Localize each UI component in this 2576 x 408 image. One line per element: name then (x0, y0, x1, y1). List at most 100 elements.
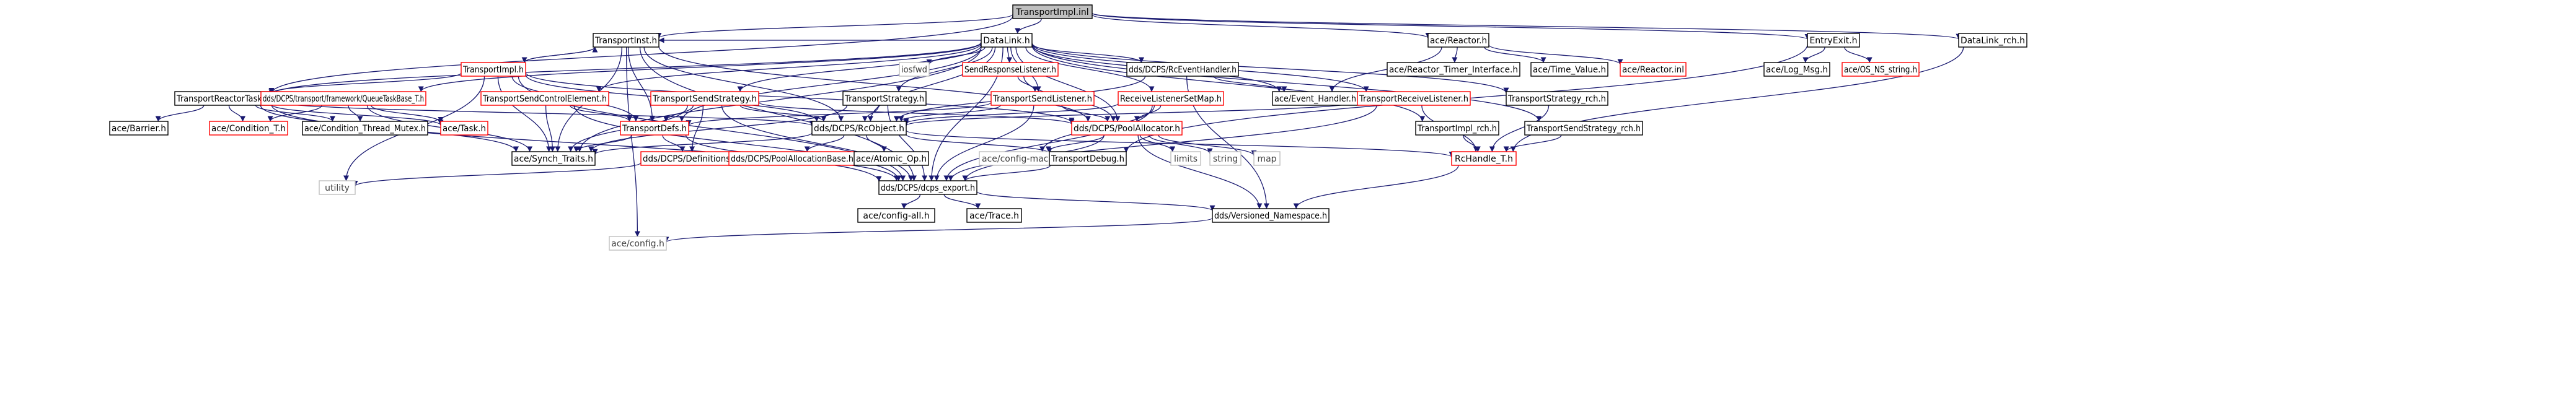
edge-n3-to-n32 (1015, 46, 1121, 122)
node-label: dds/DCPS/Definitions.h (643, 154, 738, 164)
node-box (1763, 62, 1830, 77)
graph-node-n5[interactable]: EntryExit.h (1807, 33, 1860, 48)
graph-node-n49[interactable]: dds/Versioned_Namespace.h (1212, 208, 1330, 223)
graph-node-n3[interactable]: DataLink.h (981, 33, 1033, 48)
node-label: TransportImpl_rch.h (1417, 124, 1497, 134)
graph-node-n14[interactable]: ace/Log_Msg.h (1763, 62, 1830, 77)
edge-n3-to-n33 (1031, 45, 1426, 122)
edge-n30-to-n35 (573, 134, 633, 152)
node-label: ace/Synch_Traits.h (514, 154, 593, 164)
graph-node-n36[interactable]: dds/DCPS/Definitions.h (640, 151, 741, 166)
graph-node-n7[interactable]: TransportImpl.h (461, 62, 526, 77)
graph-node-n19[interactable]: TransportSendStrategy.h (650, 91, 759, 106)
edge-n31-to-n44 (906, 130, 1455, 158)
graph-node-n46[interactable]: dds/DCPS/dcps_export.h (878, 180, 977, 195)
graph-node-n13[interactable]: ace/Reactor.inl (1620, 62, 1687, 77)
edge-n4-to-n13 (1488, 44, 1623, 65)
edge-n34-to-n44 (1503, 134, 1562, 152)
graph-node-n23[interactable]: ace/Event_Handler.h (1272, 91, 1359, 106)
node-label: dds/DCPS/dcps_export.h (881, 183, 975, 193)
graph-node-n29[interactable]: ace/Task.h (440, 121, 488, 136)
node-label: ace/Task.h (443, 124, 486, 134)
graph-node-n2[interactable]: TransportInst.h (593, 33, 659, 48)
node-box (1524, 121, 1643, 136)
node-box (480, 91, 609, 106)
node-label: RcHandle_T.h (1455, 154, 1513, 164)
edge-n1-to-n3 (1015, 18, 1042, 34)
graph-node-n34[interactable]: TransportSendStrategy_rch.h (1524, 121, 1643, 136)
node-box (899, 62, 930, 77)
graph-node-n6[interactable]: DataLink_rch.h (1958, 33, 2027, 48)
graph-node-n44[interactable]: RcHandle_T.h (1451, 151, 1517, 166)
node-label: ace/config-macros.h (982, 154, 1070, 164)
node-label: dds/DCPS/transport/framework/QueueTaskBa… (263, 94, 424, 104)
edge-n25-to-n44 (1489, 105, 1550, 152)
node-label: TransportSendStrategy_rch.h (1526, 124, 1641, 134)
edge-n3-to-n8 (1007, 46, 1013, 63)
graph-node-n12[interactable]: ace/Time_Value.h (1530, 62, 1608, 77)
graph-node-n48[interactable]: ace/Trace.h (966, 208, 1022, 223)
graph-node-n9[interactable]: dds/DCPS/RcEventHandler.h (1126, 62, 1239, 77)
edge-n19-to-n30 (663, 105, 694, 122)
node-label: dds/Versioned_Namespace.h (1214, 211, 1327, 221)
node-label: ace/Log_Msg.h (1766, 65, 1828, 75)
edge-n3-to-n30 (679, 46, 982, 122)
graph-node-n18[interactable]: TransportSendControlElement.h (480, 91, 609, 106)
node-box (1842, 62, 1920, 77)
node-label: ace/Atomic_Op.h (856, 154, 927, 164)
node-box (319, 180, 356, 195)
graph-node-n21[interactable]: TransportSendListener.h (990, 91, 1095, 106)
graph-node-n27[interactable]: ace/Condition_T.h (209, 121, 288, 136)
graph-node-n31[interactable]: dds/DCPS/RcObject.h (811, 121, 907, 136)
node-box (857, 208, 935, 223)
node-box (1049, 151, 1127, 166)
graph-node-n38[interactable]: ace/Atomic_Op.h (854, 151, 929, 166)
node-box (650, 91, 759, 106)
node-label: TransportReactorTask.h (176, 94, 270, 104)
edge-n46-to-n47 (901, 194, 921, 209)
edge-n21-to-n32 (1061, 105, 1111, 122)
graph-node-n47[interactable]: ace/config-all.h (857, 208, 935, 223)
node-label: ace/Condition_Thread_Mutex.h (304, 124, 426, 134)
graph-node-n8[interactable]: SendResponseListener.h (962, 62, 1059, 77)
node-box (1530, 62, 1608, 77)
graph-node-n28[interactable]: ace/Condition_Thread_Mutex.h (302, 121, 428, 136)
node-box (854, 151, 929, 166)
node-box (1071, 121, 1183, 136)
graph-node-n33[interactable]: TransportImpl_rch.h (1415, 121, 1499, 136)
node-box (209, 121, 288, 136)
graph-node-n30[interactable]: TransportDefs.h (620, 121, 689, 136)
node-label: TransportImpl.h (462, 65, 524, 75)
node-label: TransportStrategy.h (844, 94, 924, 104)
node-label: map (1257, 154, 1276, 164)
graph-node-n24[interactable]: TransportReceiveListener.h (1357, 91, 1471, 106)
graph-node-n16[interactable]: TransportReactorTask.h (174, 91, 272, 106)
edge-n7-to-n32 (525, 72, 1075, 124)
graph-node-n25[interactable]: TransportStrategy_rch.h (1506, 91, 1608, 106)
graph-node-n43: map (1253, 151, 1281, 166)
graph-node-n35[interactable]: ace/Synch_Traits.h (511, 151, 596, 166)
graph-node-n15[interactable]: ace/OS_NS_string.h (1842, 62, 1920, 77)
graph-node-n22[interactable]: ReceiveListenerSetMap.h (1118, 91, 1224, 106)
edge-n3-to-n17 (418, 42, 982, 92)
node-label: TransportDefs.h (622, 124, 687, 134)
edge-n19-to-n46 (721, 105, 914, 181)
node-label: string (1213, 154, 1238, 164)
graph-node-n32[interactable]: dds/DCPS/PoolAllocator.h (1071, 121, 1183, 136)
edge-n17-to-n29 (371, 105, 444, 123)
edge-n32-to-n43 (1158, 134, 1257, 156)
graph-node-n17[interactable]: dds/DCPS/transport/framework/QueueTaskBa… (260, 91, 426, 106)
graph-node-n4[interactable]: ace/Reactor.h (1427, 33, 1489, 48)
graph-node-n20[interactable]: TransportStrategy.h (842, 91, 927, 106)
graph-node-n26[interactable]: ace/Barrier.h (109, 121, 169, 136)
graph-node-n11[interactable]: ace/Reactor_Timer_Interface.h (1387, 62, 1520, 77)
edge-n5-to-n14 (1802, 46, 1825, 63)
edge-n16-to-n26 (155, 105, 205, 122)
edge-n8-to-n21 (1017, 76, 1038, 92)
node-label: TransportSendListener.h (992, 94, 1092, 104)
node-box (620, 121, 689, 136)
graph-node-n37[interactable]: dds/DCPS/PoolAllocationBase.h (728, 151, 856, 166)
graph-node-n40[interactable]: TransportDebug.h (1049, 151, 1127, 166)
edge-n3-to-n9 (1031, 44, 1144, 63)
